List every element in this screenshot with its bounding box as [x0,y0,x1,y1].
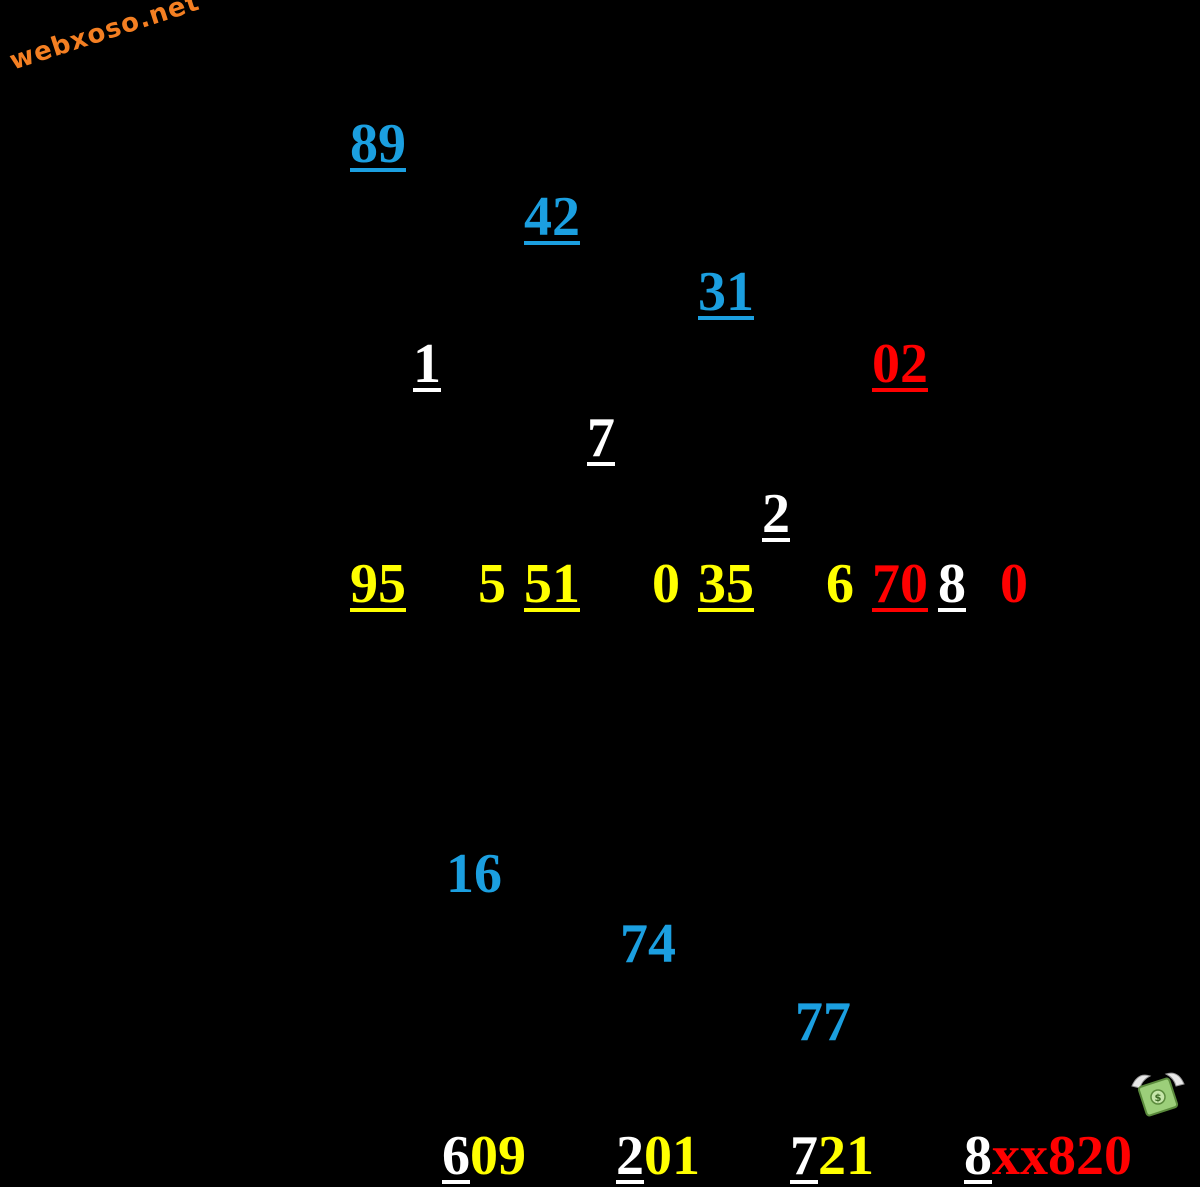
row-bottom-b: 201 [588,1066,700,1186]
pair-top-1: 89 [350,113,406,175]
row-bottom-c-yellow: 21 [818,1125,874,1187]
row-top-g3: 35 [698,553,754,615]
row-top-g2-lead: 5 [478,553,506,615]
row-top-g2: 51 [524,553,580,615]
row-bottom-d-white: 8 [964,1125,992,1187]
row-bottom-b-yellow: 01 [644,1125,700,1187]
row-bottom-c: 721 [762,1066,874,1186]
row-top-g3-lead: 0 [652,553,680,615]
row-bottom-d: 8xx820 [936,1066,1132,1186]
red-pair: 02 [872,333,928,395]
watermark-logo: webxoso.net [6,0,204,77]
single-2: 7 [587,407,615,469]
pair-top-2: 42 [524,186,580,248]
pair-bottom-3: 77 [795,991,851,1053]
svg-text:$: $ [1155,1093,1162,1104]
pair-top-3: 31 [698,261,754,323]
row-bottom-a-white: 6 [442,1125,470,1187]
row-top-g4-red: 70 [872,553,928,615]
single-3: 2 [762,483,790,545]
row-bottom-c-white: 7 [790,1125,818,1187]
row-top-g4-lead: 6 [826,553,854,615]
row-bottom-b-white: 2 [616,1125,644,1187]
single-1: 1 [413,333,441,395]
row-bottom-d-red: xx820 [992,1125,1132,1187]
row-top-g5: 0 [1000,553,1028,615]
row-top-g4-white: 8 [938,553,966,615]
row-bottom-a: 609 [414,1066,526,1186]
pair-bottom-2: 74 [620,913,676,975]
row-bottom-a-yellow: 09 [470,1125,526,1187]
pair-bottom-1: 16 [446,843,502,905]
flying-money-icon: $ [1131,1072,1185,1117]
row-top-g1: 95 [350,553,406,615]
